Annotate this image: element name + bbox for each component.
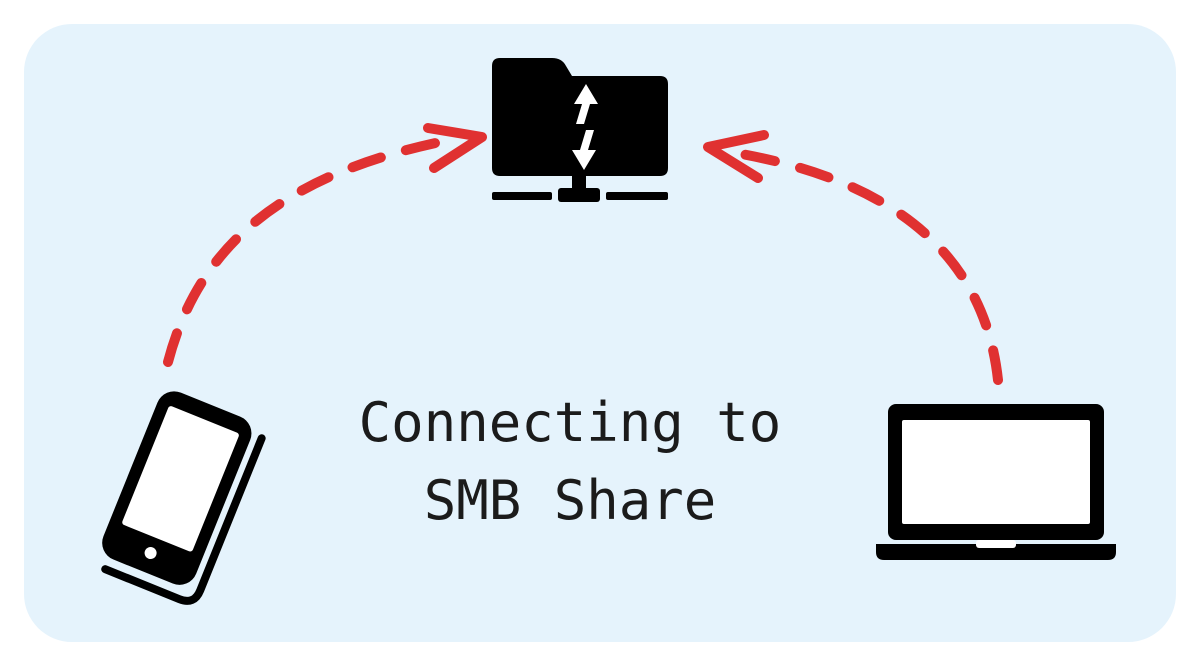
phone-to-share-line <box>163 133 465 367</box>
smartphone-icon <box>101 391 266 605</box>
caption-line-2: SMB Share <box>423 469 717 532</box>
caption-line-1: Connecting to <box>358 391 782 454</box>
laptop-icon <box>876 404 1116 560</box>
phone-to-share-arrowhead <box>423 123 487 173</box>
diagram-caption: Connecting to SMB Share <box>300 384 840 540</box>
laptop-to-share-arrow <box>703 130 1003 385</box>
laptop-to-share-arrowhead <box>703 130 769 183</box>
phone-to-share-arrow <box>163 123 487 367</box>
network-folder-transfer-icon <box>492 58 668 202</box>
laptop-to-share-line <box>725 147 1003 385</box>
